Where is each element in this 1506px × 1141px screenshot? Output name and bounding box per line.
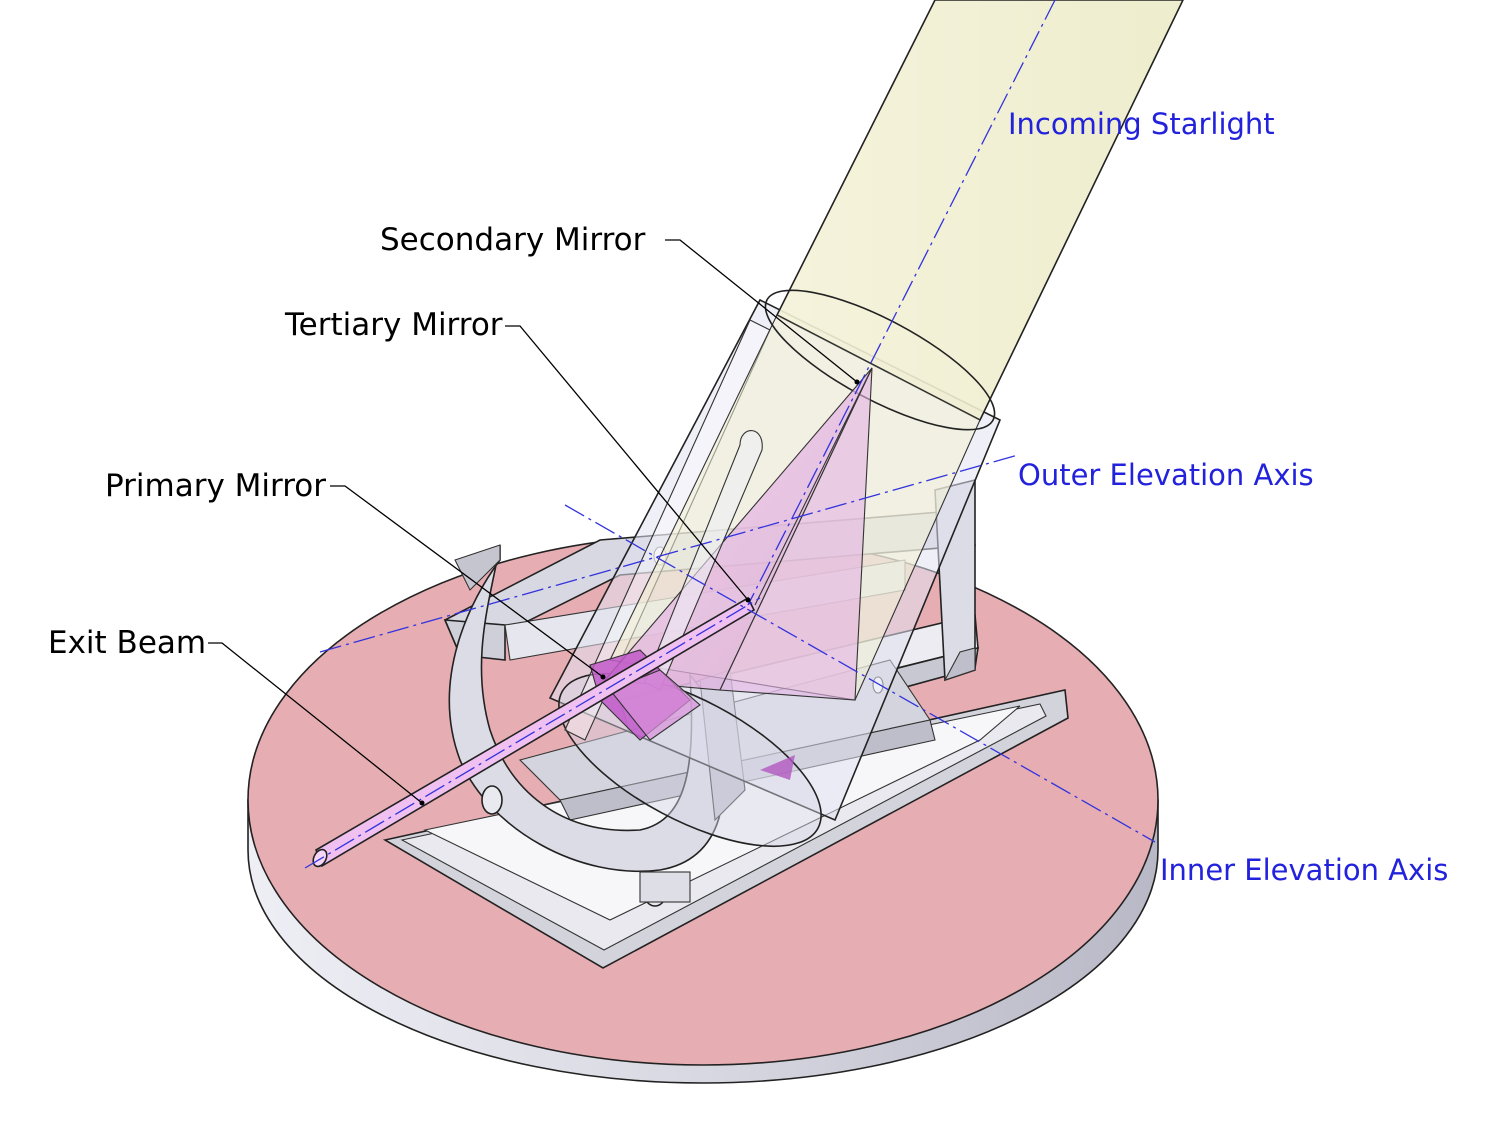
- primary-mirror-leader: [330, 485, 604, 678]
- leader-lines: [208, 239, 860, 806]
- exit-beam-leader: [208, 642, 423, 804]
- label-primary-mirror: Primary Mirror: [105, 468, 326, 504]
- tube-slot: [644, 430, 763, 691]
- outer-elevation-axis-line: [564, 504, 1156, 843]
- exit-beam: [312, 596, 756, 868]
- label-inner-elevation-axis: Inner Elevation Axis: [1160, 853, 1448, 887]
- label-secondary-mirror: Secondary Mirror: [380, 222, 646, 258]
- inner-elevation-axis-line: [319, 454, 1019, 653]
- tertiary-mirror-leader: [505, 325, 749, 601]
- axis-lines: [304, 0, 1156, 869]
- secondary-mirror-leader: [665, 239, 858, 383]
- labels: Incoming Starlight Secondary Mirror Tert…: [48, 107, 1448, 887]
- label-outer-elevation-axis: Outer Elevation Axis: [1018, 458, 1314, 492]
- tertiary-mirror-shadow: [760, 755, 795, 780]
- label-tertiary-mirror: Tertiary Mirror: [284, 307, 503, 343]
- incoming-starlight-axis: [747, 0, 1056, 606]
- mirror-cone: [603, 367, 873, 701]
- label-exit-beam: Exit Beam: [48, 625, 206, 661]
- exit-beam-axis: [304, 597, 761, 869]
- label-incoming-starlight: Incoming Starlight: [1008, 107, 1275, 141]
